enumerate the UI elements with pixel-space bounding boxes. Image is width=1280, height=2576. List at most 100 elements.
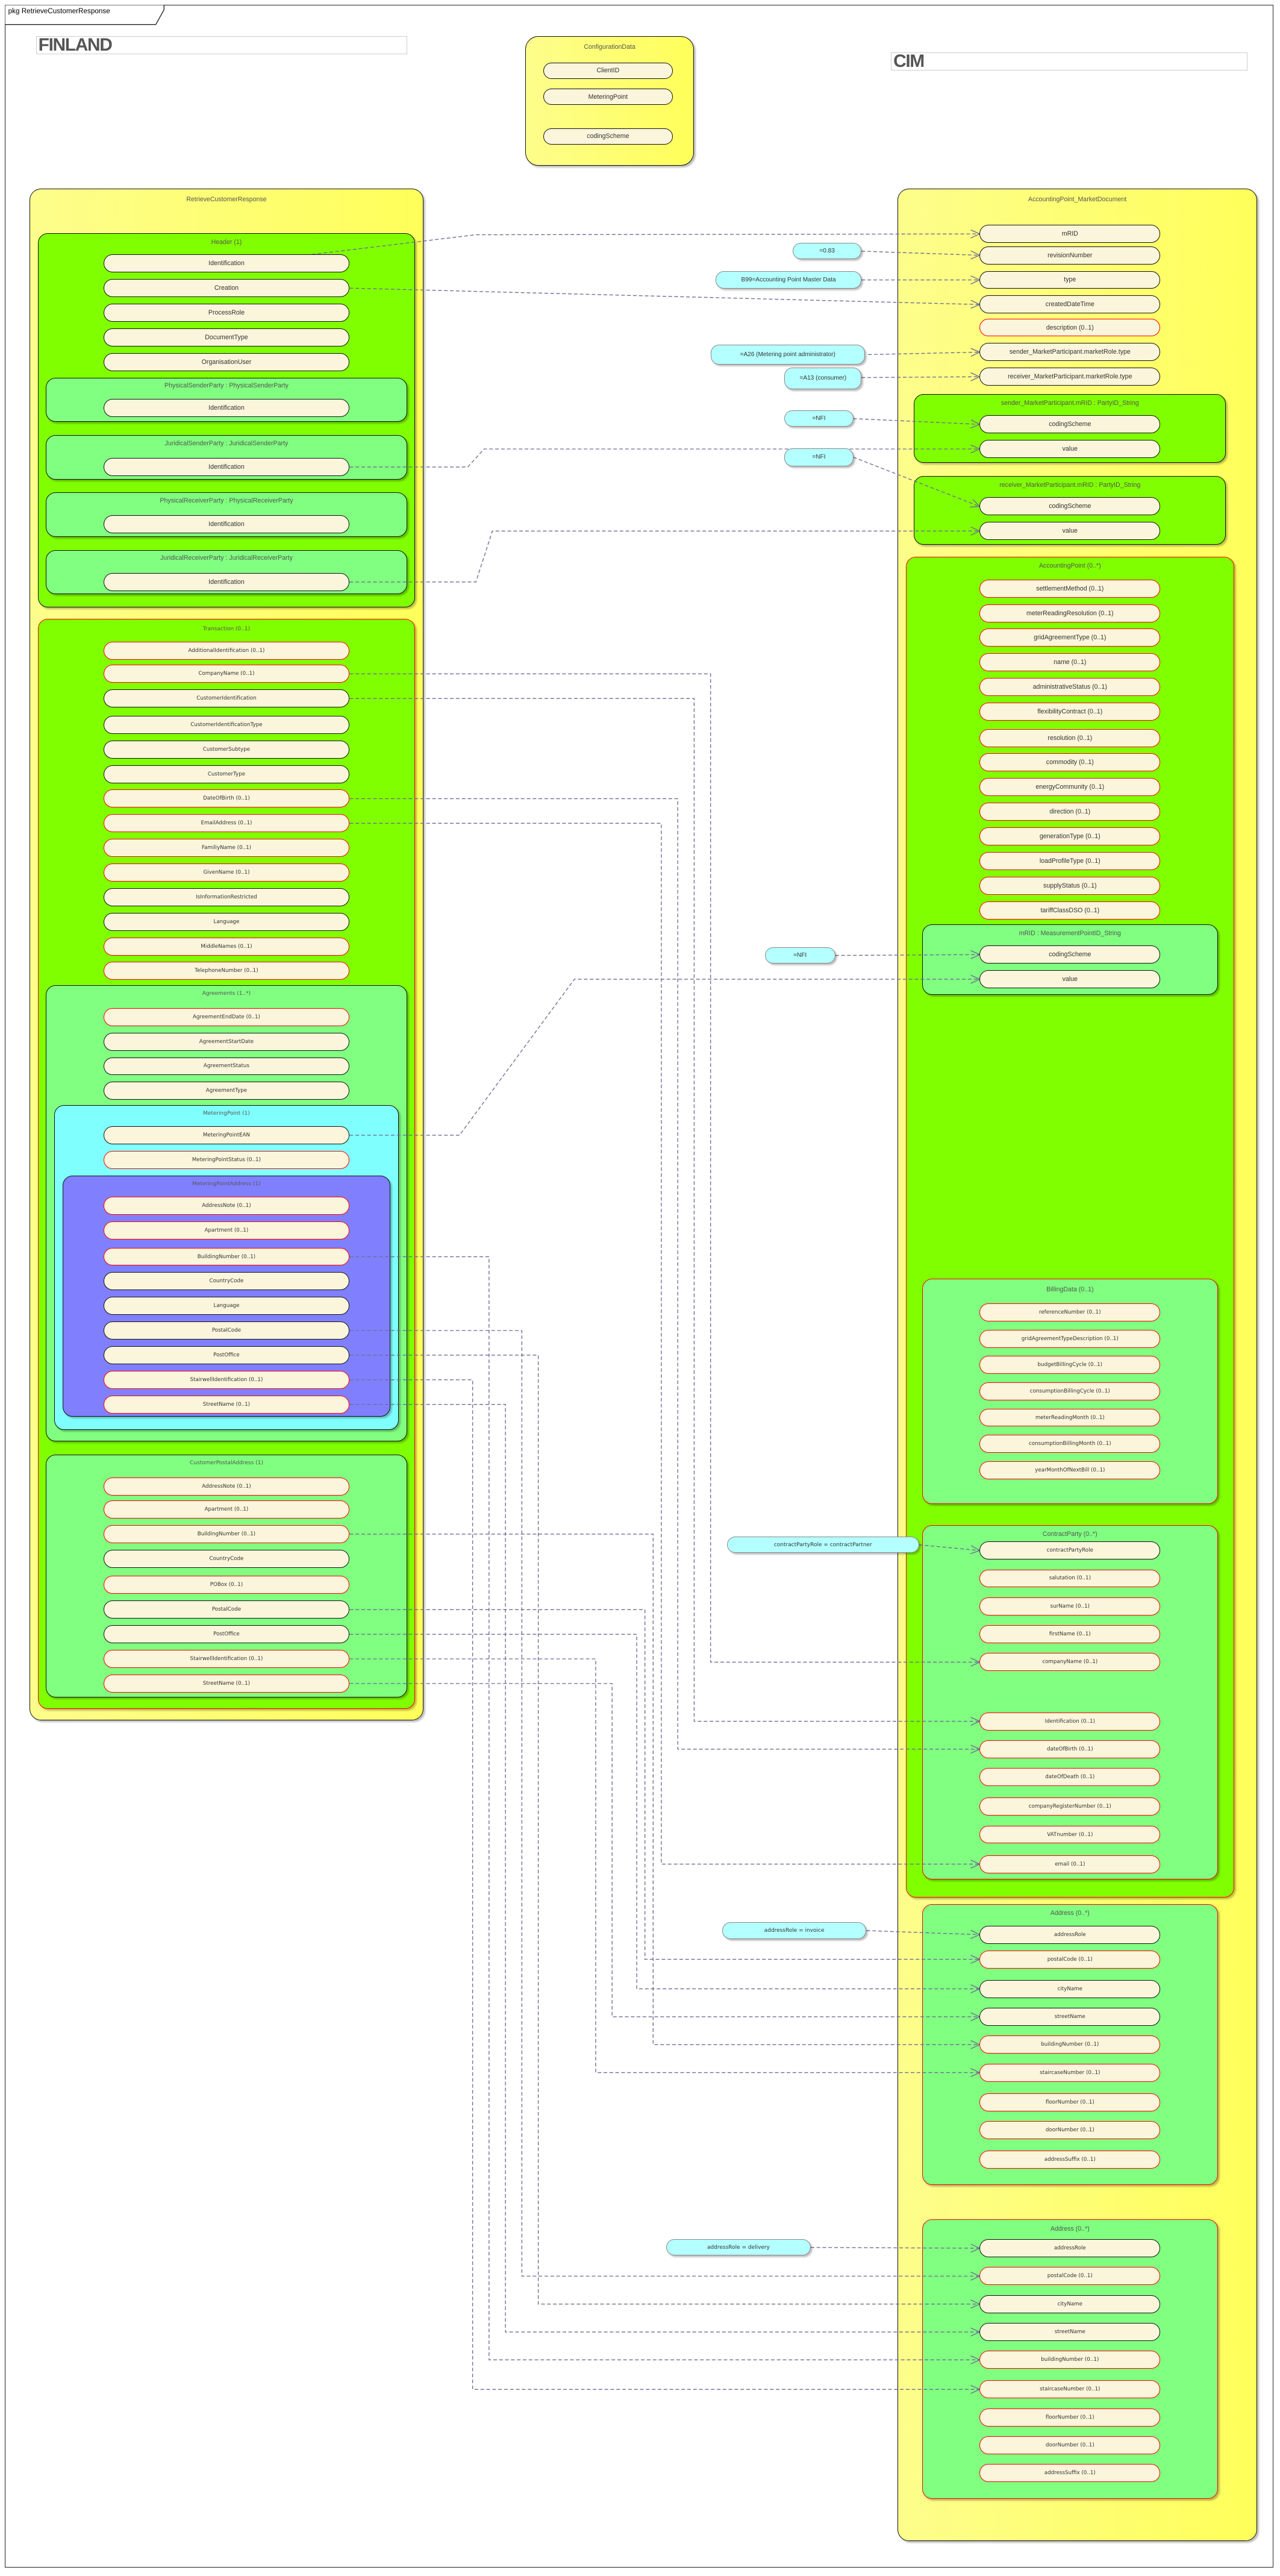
attribute-pill[interactable]: direction (0..1) (979, 803, 1161, 821)
attribute-pill[interactable]: EmailAddress (0..1) (103, 814, 350, 833)
attribute-pill[interactable]: Identification (103, 458, 350, 477)
attribute-pill[interactable]: postalCode (0..1) (979, 1950, 1161, 1969)
attribute-pill[interactable]: sender_MarketParticipant.marketRole.type (979, 343, 1161, 362)
attribute-pill[interactable]: floorNumber (0..1) (979, 2093, 1161, 2111)
attribute-pill[interactable]: dateOfBirth (0..1) (979, 1740, 1161, 1758)
attribute-pill[interactable]: Creation (103, 279, 350, 298)
attribute-pill[interactable]: Identification (103, 254, 350, 273)
attribute-pill[interactable]: commodity (0..1) (979, 753, 1161, 772)
note-receiver-coding[interactable]: =NFI (784, 448, 854, 466)
attribute-pill[interactable]: CustomerSubtype (103, 740, 350, 759)
attribute-pill[interactable]: tariffClassDSO (0..1) (979, 901, 1161, 920)
attribute-pill[interactable]: postalCode (0..1) (979, 2267, 1161, 2286)
attribute-pill[interactable]: consumptionBillingMonth (0..1) (979, 1435, 1161, 1453)
attribute-pill[interactable]: administrativeStatus (0..1) (979, 678, 1161, 697)
attribute-pill[interactable]: GivenName (0..1) (103, 863, 350, 882)
attribute-pill[interactable]: flexibilityContract (0..1) (979, 703, 1161, 721)
attribute-pill[interactable]: value (979, 970, 1161, 989)
attribute-pill[interactable]: AgreementEndDate (0..1) (103, 1008, 350, 1026)
attribute-pill[interactable]: meterReadingResolution (0..1) (979, 604, 1161, 622)
attribute-pill[interactable]: companyRegisterNumber (0..1) (979, 1797, 1161, 1816)
attribute-pill[interactable]: buildingNumber (0..1) (979, 2351, 1161, 2369)
attribute-pill[interactable]: Identification (0..1) (979, 1712, 1161, 1731)
attribute-pill[interactable]: MeteringPointStatus (0..1) (103, 1150, 350, 1169)
attribute-pill[interactable]: PostOffice (103, 1625, 350, 1644)
attribute-pill[interactable]: revisionNumber (979, 246, 1161, 265)
attribute-pill[interactable]: StreetName (0..1) (103, 1395, 350, 1414)
attribute-pill[interactable]: VATnumber (0..1) (979, 1825, 1161, 1844)
attribute-pill[interactable]: PostOffice (103, 1346, 350, 1364)
attribute-pill[interactable]: codingScheme (979, 945, 1161, 964)
attribute-pill[interactable]: cityName (979, 2295, 1161, 2313)
attribute-pill[interactable]: StreetName (0..1) (103, 1674, 350, 1693)
attribute-pill[interactable]: CountryCode (103, 1272, 350, 1291)
attribute-pill[interactable]: receiver_MarketParticipant.marketRole.ty… (979, 368, 1161, 386)
attribute-pill[interactable]: streetName (979, 2007, 1161, 2026)
attribute-pill[interactable]: StairwellIdentification (0..1) (103, 1650, 350, 1668)
attribute-pill[interactable]: CustomerIdentification (103, 689, 350, 708)
attribute-pill[interactable]: settlementMethod (0..1) (979, 579, 1161, 598)
note-sender-coding[interactable]: =NFI (784, 410, 854, 427)
attribute-pill[interactable]: Language (103, 1297, 350, 1315)
note-sender-role[interactable]: =A26 (Metering point administrator) (710, 345, 865, 365)
attribute-pill[interactable]: ProcessRole (103, 304, 350, 322)
attribute-pill[interactable]: staircaseNumber (0..1) (979, 2380, 1161, 2399)
attribute-pill[interactable]: FamiliyName (0..1) (103, 839, 350, 857)
attribute-pill[interactable]: doorNumber (0..1) (979, 2120, 1161, 2139)
attribute-pill[interactable]: MiddleNames (0..1) (103, 937, 350, 956)
attribute-pill[interactable]: firstName (0..1) (979, 1625, 1161, 1644)
attribute-pill[interactable]: TelephoneNumber (0..1) (103, 962, 350, 980)
attribute-pill[interactable]: IsInformationRestricted (103, 888, 350, 906)
attribute-pill[interactable]: DocumentType (103, 328, 350, 346)
attribute-pill[interactable]: DateOfBirth (0..1) (103, 789, 350, 808)
attribute-pill[interactable]: cityName (979, 1979, 1161, 1998)
attribute-pill[interactable]: yearMonthOfNextBill (0..1) (979, 1461, 1161, 1479)
attribute-pill[interactable]: StairwellIdentification (0..1) (103, 1370, 350, 1389)
attribute-pill[interactable]: buildingNumber (0..1) (979, 2035, 1161, 2054)
attribute-pill[interactable]: mRID (979, 225, 1161, 243)
attribute-pill[interactable]: gridAgreementType (0..1) (979, 628, 1161, 647)
attribute-pill[interactable]: PostalCode (103, 1321, 350, 1340)
attribute-pill[interactable]: CustomerType (103, 765, 350, 783)
note-invoice-role[interactable]: addressRole = invoice (722, 1922, 867, 1939)
attribute-pill[interactable]: AgreementStatus (103, 1057, 350, 1076)
attribute-pill[interactable]: floorNumber (0..1) (979, 2408, 1161, 2427)
attribute-pill[interactable]: loadProfileType (0..1) (979, 851, 1161, 870)
attribute-pill[interactable]: PostalCode (103, 1600, 350, 1619)
attribute-pill[interactable]: CountryCode (103, 1549, 350, 1568)
attribute-pill[interactable]: Apartment (0..1) (103, 1500, 350, 1519)
attribute-pill[interactable]: generationType (0..1) (979, 827, 1161, 846)
attribute-pill[interactable]: addressRole (979, 1925, 1161, 1944)
attribute-pill[interactable]: Apartment (0..1) (103, 1221, 350, 1239)
attribute-pill[interactable]: budgetBillingCycle (0..1) (979, 1356, 1161, 1374)
attribute-pill[interactable]: CustomerIdentificationType (103, 715, 350, 734)
attribute-pill[interactable]: description (0..1) (979, 318, 1161, 337)
attribute-pill[interactable]: POBox (0..1) (103, 1576, 350, 1594)
attribute-pill[interactable]: Language (103, 912, 350, 931)
attribute-pill[interactable]: AdditionalIdentification (0..1) (103, 642, 350, 660)
note-contract-party-role[interactable]: contractPartyRole = contractPartner (726, 1537, 919, 1553)
attribute-pill[interactable]: addressSuffix (0..1) (979, 2150, 1161, 2169)
note-receiver-role[interactable]: =A13 (consumer) (784, 368, 862, 389)
attribute-pill[interactable]: Identification (103, 399, 350, 417)
attribute-pill[interactable]: value (979, 440, 1161, 459)
attribute-pill[interactable]: resolution (0..1) (979, 729, 1161, 747)
attribute-pill[interactable]: meterReadingMonth (0..1) (979, 1408, 1161, 1427)
attribute-pill[interactable]: codingScheme (979, 497, 1161, 516)
attribute-pill[interactable]: MeteringPoint (543, 89, 673, 105)
attribute-pill[interactable]: ClientID (543, 62, 673, 79)
note-revision[interactable]: =0.83 (792, 243, 862, 260)
attribute-pill[interactable]: dateOfDeath (0..1) (979, 1768, 1161, 1787)
attribute-pill[interactable]: streetName (979, 2323, 1161, 2341)
attribute-pill[interactable]: createdDateTime (979, 295, 1161, 314)
attribute-pill[interactable]: addressSuffix (0..1) (979, 2464, 1161, 2483)
attribute-pill[interactable]: salutation (0..1) (979, 1569, 1161, 1588)
attribute-pill[interactable]: companyName (0..1) (979, 1653, 1161, 1672)
attribute-pill[interactable]: energyCommunity (0..1) (979, 778, 1161, 797)
attribute-pill[interactable]: gridAgreementTypeDescription (0..1) (979, 1329, 1161, 1348)
attribute-pill[interactable]: AgreementType (103, 1082, 350, 1100)
attribute-pill[interactable]: OrganisationUser (103, 353, 350, 371)
attribute-pill[interactable]: Identification (103, 515, 350, 534)
attribute-pill[interactable]: codingScheme (979, 415, 1161, 434)
attribute-pill[interactable]: BuildingNumber (0..1) (103, 1525, 350, 1543)
